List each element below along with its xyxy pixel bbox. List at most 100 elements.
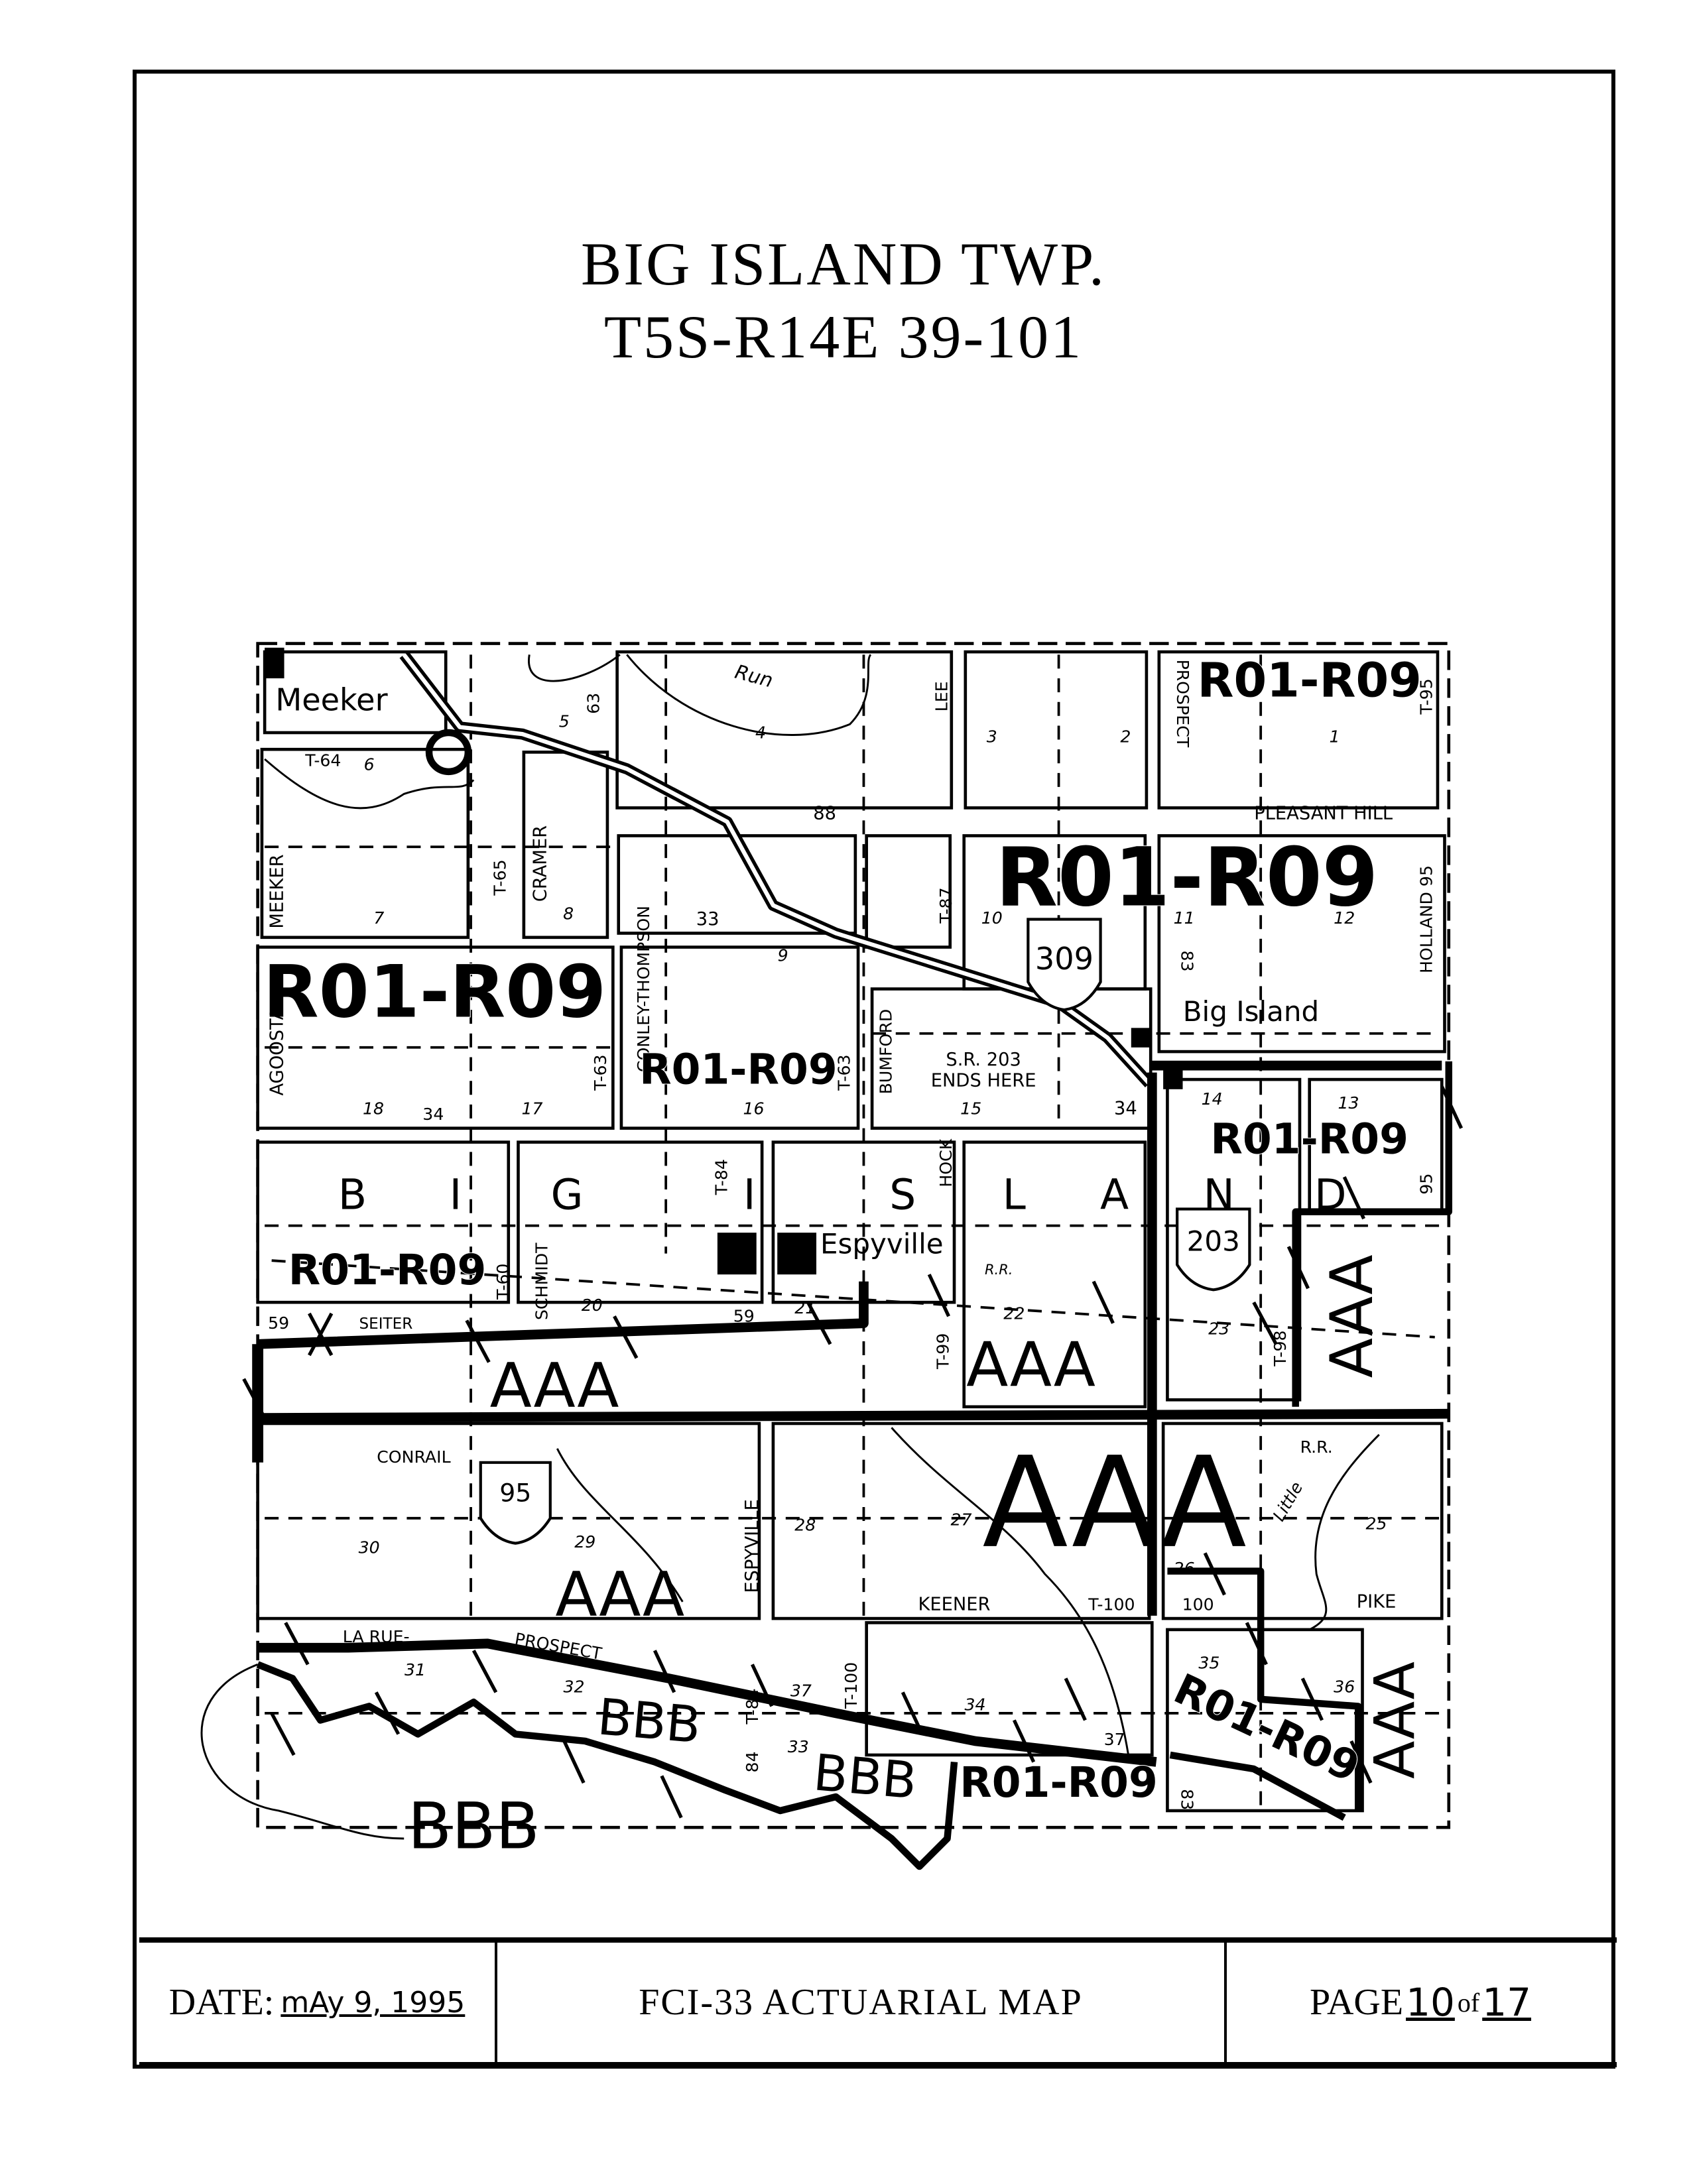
map-label: 3 (987, 727, 997, 747)
map-label: ENDS HERE (931, 1071, 1036, 1091)
map-label: 12 (1334, 908, 1355, 928)
map-label: LEE (932, 681, 952, 711)
map-label: 17 (521, 1099, 542, 1119)
map-label: PIKE (1357, 1591, 1397, 1612)
map-label: 8 (563, 904, 574, 924)
map-label: R01-R09 (288, 1246, 487, 1294)
map-label: 27 (950, 1510, 971, 1529)
route-shield-number: 95 (499, 1479, 531, 1508)
map-label: S (889, 1170, 916, 1219)
map-label: 28 (794, 1516, 816, 1535)
map-label: CONLEY-THOMPSON (634, 906, 653, 1072)
map-label: R.R. (985, 1262, 1013, 1278)
map-name: FCI-33 ACTUARIAL MAP (639, 1982, 1083, 2023)
map-label: BUMFORD (876, 1009, 895, 1095)
map-label: T-84 (712, 1159, 731, 1195)
page-current: 10 (1406, 1980, 1455, 2025)
map-label: PLEASANT HILL (1254, 803, 1393, 823)
map-label: G (551, 1170, 584, 1219)
map-label: 29 (574, 1532, 595, 1551)
map-label: S.R. 203 (946, 1050, 1021, 1070)
map-label: T-95 (1417, 678, 1436, 715)
page-of: of (1457, 1987, 1480, 2018)
route-shield-number: 309 (1035, 941, 1093, 977)
map-label: Espyville (820, 1228, 944, 1260)
map-label: 84 (743, 1751, 762, 1772)
map-label: 37 (790, 1681, 812, 1701)
map-label: T-63 (591, 1054, 610, 1091)
map-label: 33 (696, 909, 719, 930)
map-label: 59 (733, 1307, 755, 1326)
map-label: 7 (373, 908, 384, 928)
map-label: 6 (364, 755, 375, 774)
map-label: 95 (1417, 1174, 1436, 1195)
map-label: T-98 (1271, 1330, 1290, 1366)
map-label: KEENER (918, 1594, 990, 1614)
map-label: N (1204, 1170, 1235, 1219)
page-label: PAGE (1309, 1982, 1404, 2023)
map-label: T-63 (834, 1054, 853, 1091)
map-label: 1 (1329, 727, 1340, 747)
map-label: 36 (1334, 1677, 1355, 1696)
map-label: 32 (563, 1677, 584, 1696)
map-label: 20 (582, 1296, 603, 1315)
map-label: T-100 (842, 1662, 861, 1709)
map-label: 10 (981, 908, 1003, 928)
route-shields (479, 918, 1251, 1545)
map-label: MEEKER (267, 854, 287, 928)
map-label: D (1314, 1170, 1347, 1219)
map-label: 16 (743, 1099, 764, 1119)
map-label: 83 (1177, 950, 1196, 971)
map-label: 34 (1114, 1099, 1137, 1119)
map-label: T-64 (304, 751, 341, 770)
map-label: R01-R09 (960, 1758, 1158, 1807)
map-label: AAA (1362, 1662, 1427, 1779)
footer-bar: DATE: mAy 9, 1995 FCI-33 ACTUARIAL MAP P… (139, 1937, 1617, 2067)
map-label: I (450, 1170, 462, 1219)
map-label: 14 (1202, 1089, 1223, 1109)
streams (200, 654, 1380, 1840)
map-label: 26 (1174, 1559, 1195, 1578)
map-label: R01-R09 (1210, 1115, 1408, 1163)
map-label: T-84 (743, 1688, 762, 1725)
map-label: LA RUE- (343, 1627, 410, 1646)
map-label: AAA (555, 1559, 684, 1630)
section-grid (256, 642, 1451, 1829)
map-label: PROSPECT (1173, 660, 1192, 748)
map-label: I (743, 1170, 756, 1219)
map-label: 23 (1208, 1319, 1229, 1339)
map-label: 18 (363, 1099, 384, 1119)
map-label: T-65 (491, 859, 510, 896)
map-label: T-100 (1088, 1595, 1135, 1614)
map-label: BBB (811, 1743, 919, 1810)
map-label: Run (733, 660, 776, 692)
map-label: AAA (966, 1329, 1095, 1400)
map-label: R01-R09 (1198, 652, 1422, 707)
map-label: 4 (755, 723, 766, 742)
map-label: R01-R09 (995, 831, 1378, 925)
map-label: CRAMER (530, 825, 550, 902)
map-label: 63 (584, 693, 603, 714)
map-label: 83 (1177, 1789, 1196, 1810)
map-label: 31 (405, 1660, 426, 1679)
page-total: 17 (1482, 1980, 1532, 2025)
map-label: Meeker (275, 682, 387, 717)
map-name-cell: FCI-33 ACTUARIAL MAP (497, 1943, 1227, 2062)
map-label: 33 (788, 1737, 809, 1756)
map-label: HOLLAND 95 (1417, 865, 1436, 973)
map-label: ESPYVILLE (742, 1499, 763, 1593)
map-label: BBB (408, 1789, 540, 1864)
map-label: 15 (960, 1099, 981, 1119)
map-label: 9 (778, 946, 788, 965)
map-label: 34 (964, 1695, 985, 1715)
map-label: AAA (490, 1350, 619, 1422)
map-label: BBB (595, 1687, 704, 1754)
page-cell: PAGE 10 of 17 (1227, 1943, 1617, 2062)
map-label: 21 (794, 1298, 816, 1317)
map-label: HOCK (936, 1138, 956, 1187)
map-label: SEITER (359, 1315, 412, 1333)
map-label: T-99 (934, 1333, 953, 1370)
date-cell: DATE: mAy 9, 1995 (139, 1943, 497, 2062)
